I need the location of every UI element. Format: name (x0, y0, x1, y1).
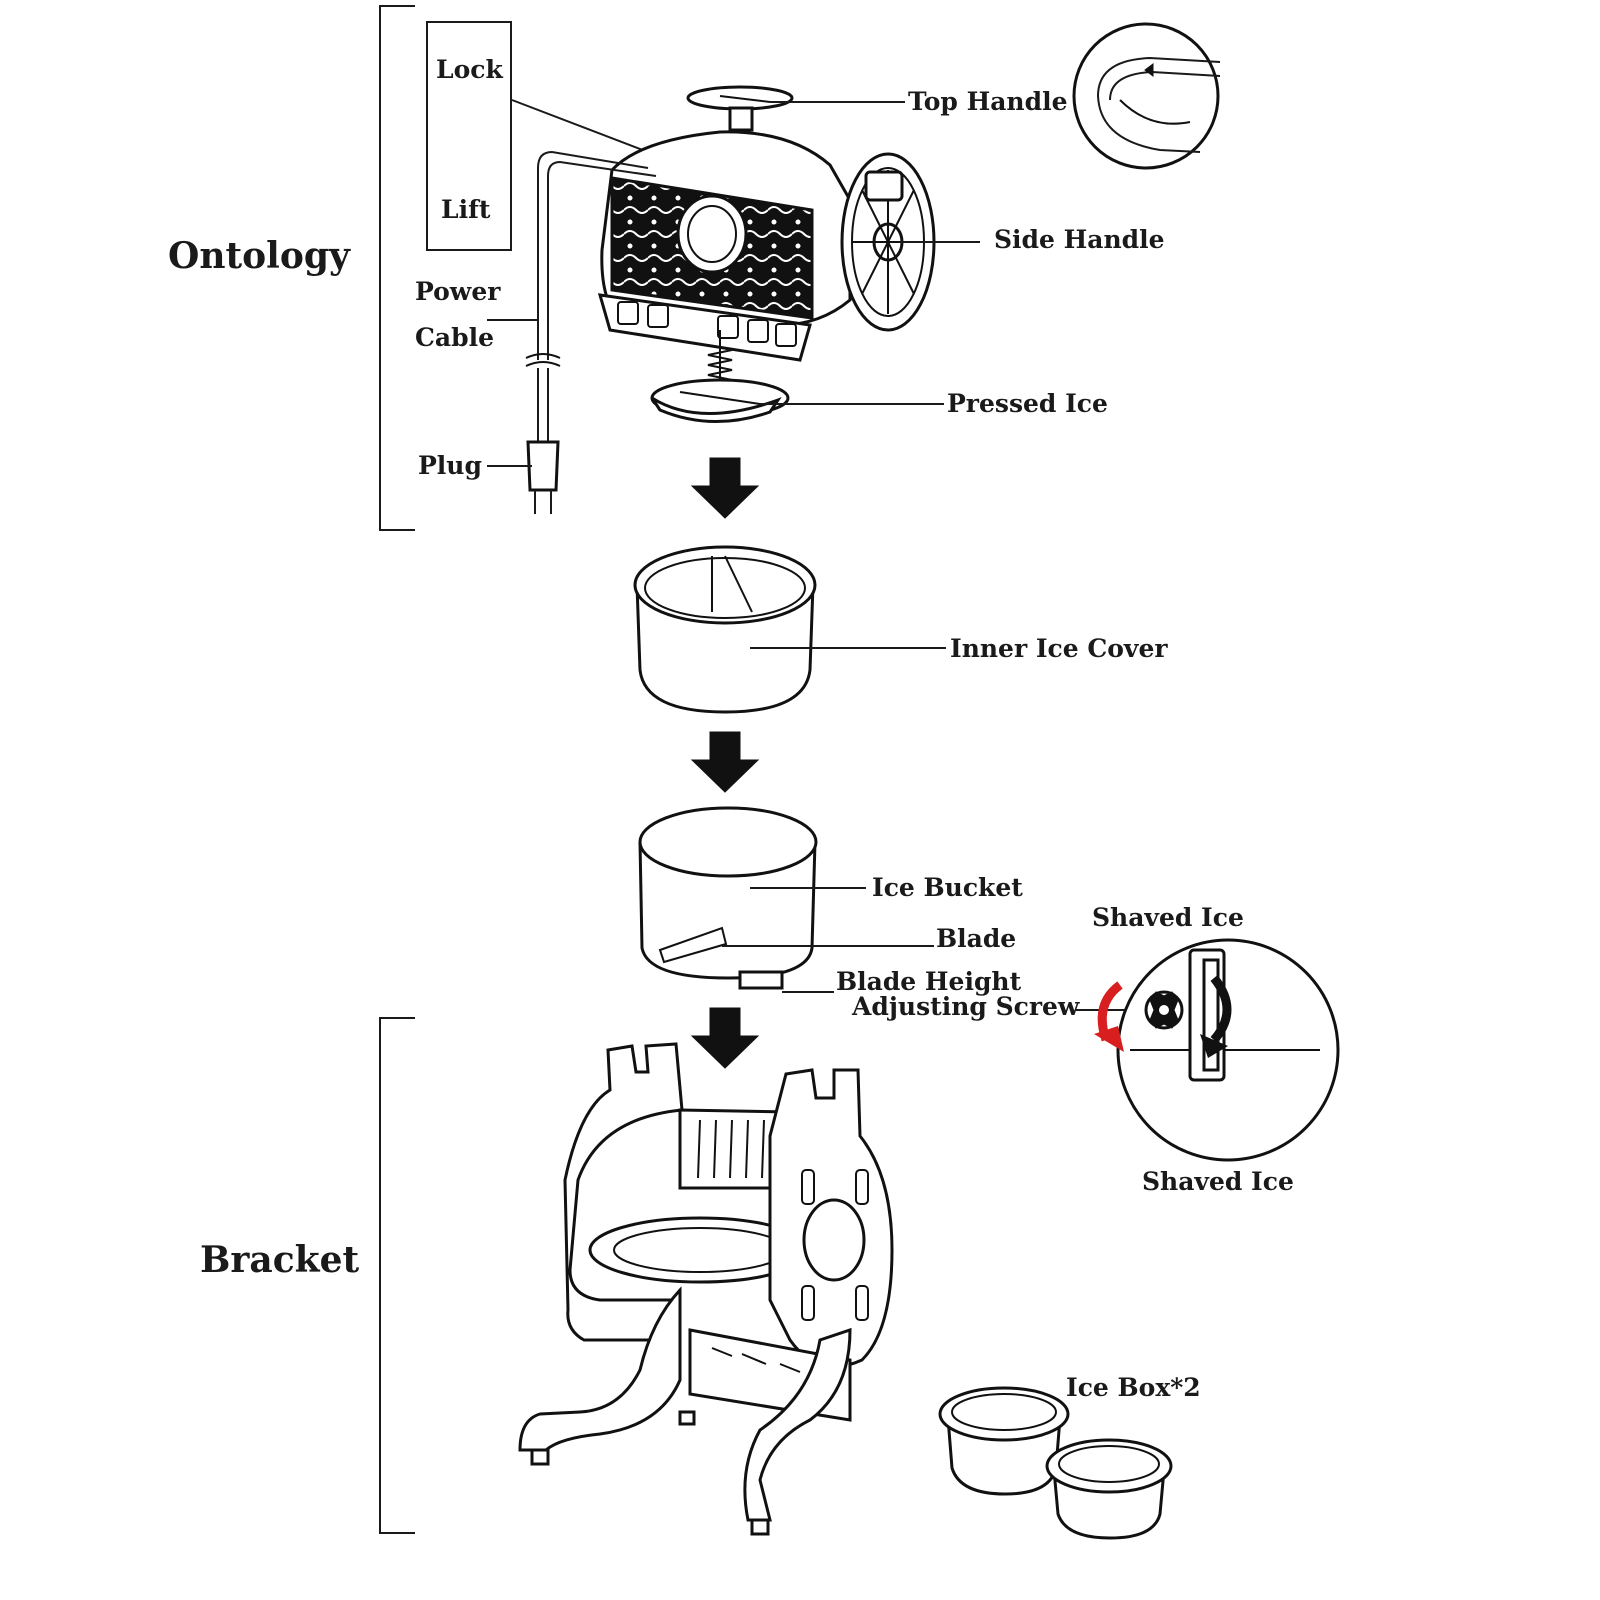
ice-box-label: Ice Box*2 (1066, 1373, 1201, 1402)
inner-ice-cover-label: Inner Ice Cover (950, 634, 1168, 663)
bracket-section-bracket (379, 1017, 415, 1534)
blade-height-label-1: Blade Height (836, 967, 1022, 996)
ice-box-2 (1045, 1438, 1173, 1540)
ontology-bracket (379, 5, 415, 531)
lift-label: Lift (441, 195, 491, 224)
bracket-label: Bracket (200, 1239, 359, 1281)
ice-bucket-label: Ice Bucket (872, 873, 1023, 902)
loosen-arrowhead-icon (1094, 1026, 1124, 1052)
power-label: Power (415, 277, 501, 306)
main-unit (525, 85, 936, 514)
lock-label: Lock (436, 55, 503, 84)
tighten-arrow-icon (1210, 975, 1232, 1043)
ontology-label: Ontology (168, 235, 351, 277)
blade-height-label-2: Adjusting Screw (851, 992, 1081, 1021)
tighten-arrowhead-icon (1200, 1034, 1228, 1058)
cable-label: Cable (415, 323, 494, 352)
lock-leader (511, 99, 649, 153)
inner-ice-cover (633, 545, 817, 714)
adjusting-screw-detail (1094, 938, 1340, 1162)
bracket-stand (518, 1042, 894, 1536)
side-handle-label: Side Handle (994, 225, 1165, 254)
plug-label: Plug (418, 451, 482, 480)
top-handle-detail (1072, 22, 1221, 170)
shaved-ice-bottom-label: Shaved Ice (1142, 1167, 1294, 1196)
down-arrow-2 (690, 731, 760, 793)
ice-bucket (638, 806, 818, 990)
shaved-ice-top-label: Shaved Ice (1092, 903, 1244, 932)
pressed-ice-label: Pressed Ice (947, 389, 1108, 418)
ice-box-1 (938, 1386, 1070, 1496)
blade-label: Blade (936, 924, 1016, 953)
lock-lift-box (426, 21, 512, 251)
down-arrow-1 (690, 457, 760, 519)
top-handle-label: Top Handle (908, 87, 1067, 116)
down-arrow-3 (690, 1007, 760, 1069)
